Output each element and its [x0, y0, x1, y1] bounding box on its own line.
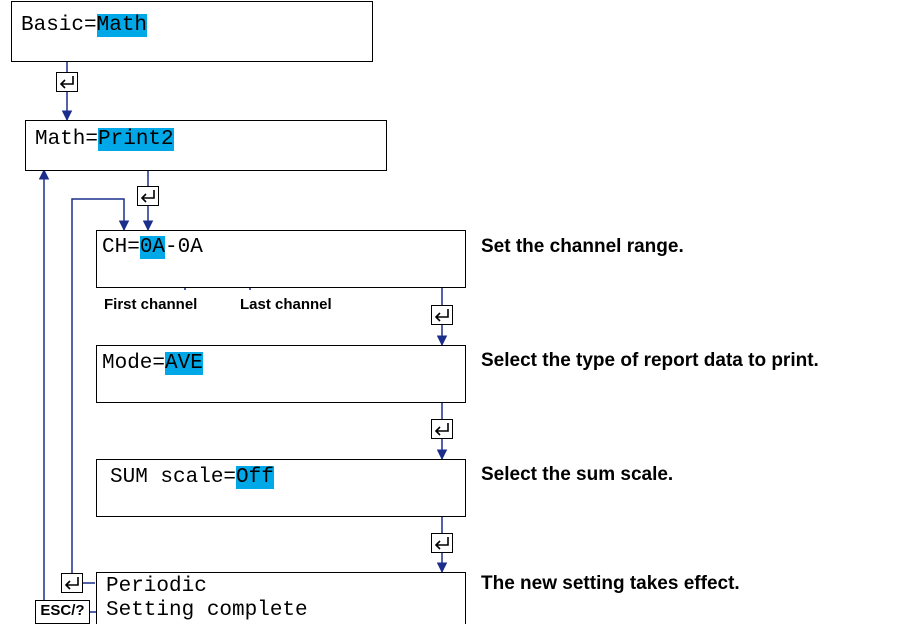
basic-value: Math [96, 14, 148, 37]
math-label: Math= [35, 128, 99, 151]
complete-line1: Periodic [106, 575, 207, 598]
sum-value: Off [236, 466, 274, 489]
last-channel-value: 0A [177, 236, 203, 259]
enter-arrow-icon [434, 537, 449, 550]
screen-basic: Basic=Math [11, 1, 373, 62]
esc-back-arrow [38, 168, 102, 613]
channel-label: CH= [102, 236, 140, 259]
last-channel-label: Last channel [240, 296, 332, 313]
enter-key-icon[interactable] [137, 186, 159, 206]
enter-arrow-icon [140, 190, 155, 203]
mode-value: AVE [165, 352, 203, 375]
enter-arrow-icon [434, 423, 449, 436]
screen-channel: CH=0A-0A [96, 230, 466, 288]
enter-key-icon[interactable] [56, 72, 78, 92]
basic-label: Basic= [21, 14, 97, 37]
screen-mode: Mode=AVE [96, 345, 466, 403]
enter-key-icon[interactable] [61, 573, 83, 593]
screen-complete: Periodic Setting complete [96, 572, 466, 624]
math-value: Print2 [98, 128, 174, 151]
mode-label: Mode= [102, 352, 166, 375]
screen-sum-scale: SUM scale=Off [96, 459, 466, 517]
complete-line2: Setting complete [106, 599, 308, 622]
esc-key[interactable]: ESC/? [35, 600, 90, 624]
channel-separator: - [165, 236, 178, 259]
enter-arrow-icon [434, 309, 449, 322]
mode-description: Select the type of report data to print. [481, 350, 819, 371]
enter-key-icon[interactable] [431, 305, 453, 325]
enter-arrow-icon [59, 76, 74, 89]
enter-key-icon[interactable] [431, 419, 453, 439]
sum-description: Select the sum scale. [481, 464, 674, 485]
screen-math: Math=Print2 [25, 120, 387, 171]
enter-arrow-icon [64, 577, 79, 590]
channel-description: Set the channel range. [481, 236, 684, 257]
complete-description: The new setting takes effect. [481, 573, 740, 594]
first-channel-label: First channel [104, 296, 198, 313]
enter-key-icon[interactable] [431, 533, 453, 553]
sum-label: SUM scale= [110, 466, 237, 489]
first-channel-value: 0A [139, 236, 166, 259]
